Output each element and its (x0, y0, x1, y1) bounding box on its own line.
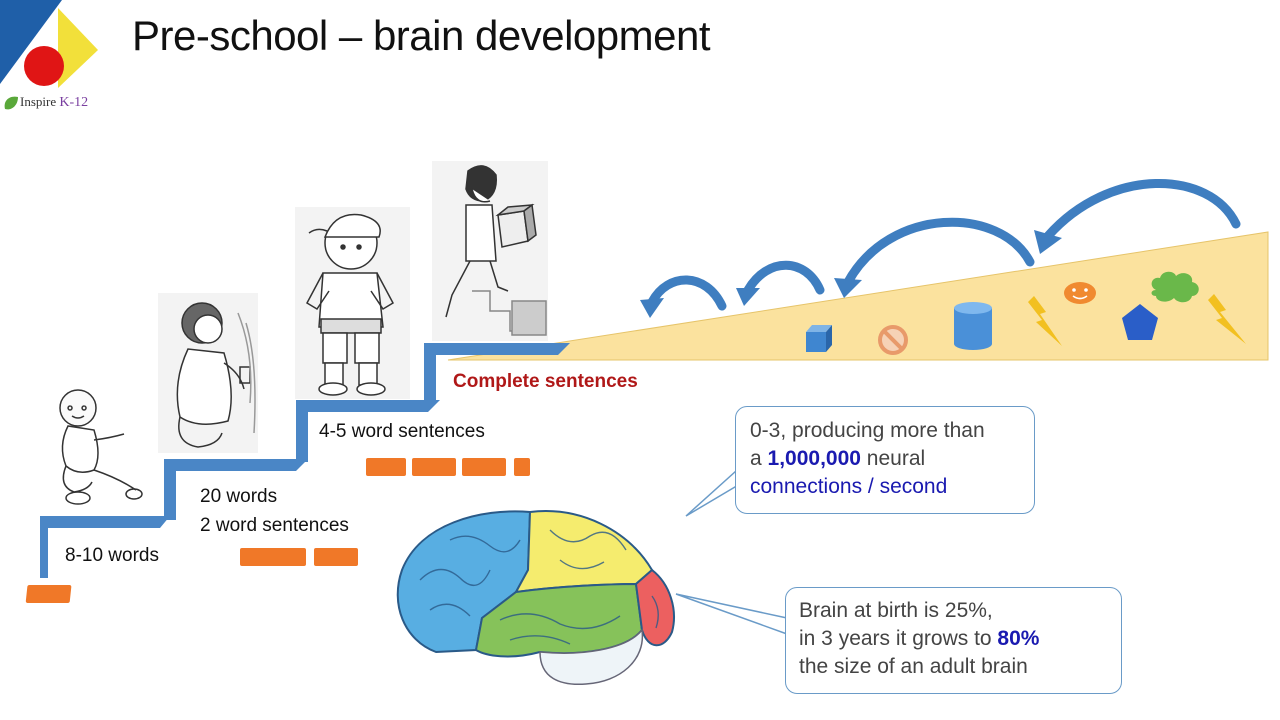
growth-line3: the size of an adult brain (799, 655, 1028, 678)
ramp-triangle (447, 231, 1269, 361)
no-sign-icon (878, 325, 908, 355)
stage-2-label-line1: 20 words (200, 486, 278, 507)
growth-line1: Brain at birth is 25%, (799, 599, 993, 622)
baby-figure (59, 389, 143, 505)
connections-line2: a 1,000,000 neural (750, 447, 926, 470)
curved-arrow-icon (647, 275, 727, 311)
connections-line1: 0-3, producing more than (750, 419, 985, 442)
cloud-icon (1151, 271, 1199, 303)
child-figure-drawing (306, 213, 394, 396)
connections-highlight: 1,000,000 (767, 447, 861, 470)
cylinder-icon (954, 302, 992, 350)
cube-icon (806, 325, 832, 352)
stage-4-label: Complete sentences (453, 371, 638, 392)
boy-carrying-box-drawing (445, 165, 547, 336)
word-block (514, 458, 530, 476)
feedback-arrows (647, 179, 1241, 311)
curved-arrow-icon (1043, 179, 1241, 241)
brand-name: Inspire K-12 (20, 94, 89, 110)
lightning-icon (1208, 294, 1246, 344)
brand-suffix: K-12 (59, 95, 89, 110)
brain-illustration (396, 510, 675, 686)
leaf-icon (4, 96, 19, 110)
word-block (366, 458, 406, 476)
brain-cerebellum (539, 628, 644, 686)
curved-arrow-icon (843, 217, 1035, 287)
curved-arrow-icon (743, 260, 825, 295)
word-block (462, 458, 506, 476)
growth-line2: in 3 years it grows to 80% (799, 627, 1040, 650)
brain-occipital-lobe (634, 568, 675, 647)
word-block (25, 585, 72, 603)
growth-highlight: 80% (997, 627, 1040, 650)
connections-line3: connections / second (750, 475, 948, 498)
pentagon-icon (1122, 304, 1158, 340)
word-block (314, 548, 358, 566)
stage-1-label: 8-10 words (65, 545, 159, 566)
staircase (40, 343, 570, 578)
lightning-icon (1028, 296, 1062, 346)
word-block (240, 548, 306, 566)
logo-mark (0, 0, 98, 88)
arrow-heads (640, 230, 1062, 318)
toddler-figure-drawing (176, 302, 256, 448)
word-blocks (25, 458, 530, 603)
page-title: Pre-school – brain development (132, 12, 711, 59)
stage-3-label: 4-5 word sentences (319, 421, 485, 442)
connections-callout: 0-3, producing more than a 1,000,000 neu… (735, 406, 1035, 514)
stage-2-label-line2: 2 word sentences (200, 515, 349, 536)
growth-callout: Brain at birth is 25%, in 3 years it gro… (785, 587, 1122, 694)
smiley-icon (1064, 282, 1096, 304)
word-block (412, 458, 456, 476)
